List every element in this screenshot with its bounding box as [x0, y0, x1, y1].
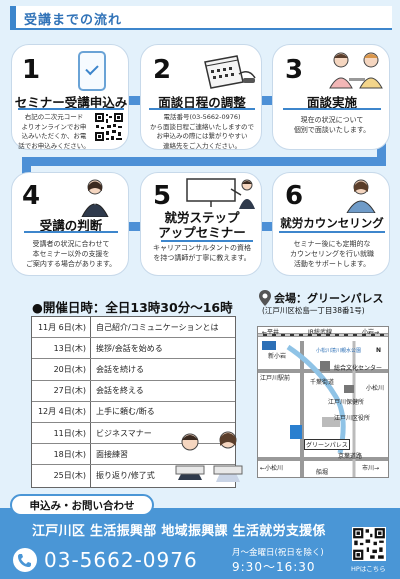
schedule-table: 11月 6日(木) 自己紹介/コミュニケーションとは 13日(木) 挨拶/会話を始め… — [31, 316, 236, 488]
schedule-topic: 自己紹介/コミュニケーションとは — [96, 322, 219, 332]
step-description: キャリアコンサルタントの資格を持つ講師が丁寧に教えます。 — [153, 244, 251, 262]
schedule-title: ●開催日時：全日13時30分～16時 — [32, 300, 233, 315]
step-description: セミナー後にも定期的なカウンセリングを行い就職活動をサポートします。 — [290, 240, 374, 268]
step-title-underline — [161, 240, 253, 242]
map-label-river: 小松川境川親水公園 — [316, 348, 362, 354]
map-label-health-office: 江戸川保健所 — [328, 399, 365, 406]
table-row: 18日(木) 面接練習 — [32, 444, 235, 466]
schedule-date: 18日(木) — [32, 444, 91, 465]
map-label-chiba: 千葉街道 — [310, 379, 335, 386]
step-card-5: 5 就労ステップアップセミナー キャリアコンサルタントの資格を持つ講師が丁寧に教… — [140, 172, 262, 276]
map-label-kokawa: ←小松川 — [260, 465, 284, 472]
office-days: 月～金曜日(祝日を除く) — [232, 548, 324, 558]
step-title-underline — [24, 231, 118, 233]
map-label-sogo: 総合文化センター — [334, 365, 383, 372]
table-row: 12月 4日(木) 上手に頼む/断る — [32, 401, 235, 423]
step-title: セミナー受講申込み — [14, 95, 128, 110]
step-card-4: 4 受講の判断 受講者の状況に合わせて本セミナー以外の支援をご案内する場合があり… — [11, 172, 129, 276]
schedule-topic: 振り返り/修了式 — [96, 471, 155, 481]
section-header — [10, 6, 392, 30]
map-label-ward-office: 江戸川区役所 — [334, 415, 371, 422]
step-number: 4 — [22, 181, 41, 211]
department-name: 江戸川区 生活振興部 地域振興課 生活就労支援係 — [32, 524, 326, 539]
venue-address: (江戸川区松島一丁目38番1号) — [262, 306, 365, 315]
venue-label: 会場：グリーンパレス — [274, 292, 384, 305]
calendar-icon — [204, 55, 256, 89]
office-hours: 9:30～16:30 — [232, 560, 316, 574]
step-title: 就労カウンセリング — [280, 216, 384, 230]
map-label-odori: 小松川 — [366, 385, 385, 392]
contact-label: 申込み・お問い合わせ — [10, 494, 154, 516]
step-description: 受講者の状況に合わせて本セミナー以外の支援をご案内する場合があります。 — [25, 240, 117, 268]
table-row: 25日(木) 振り返り/修了式 — [32, 465, 235, 487]
step-number: 2 — [153, 55, 172, 85]
map-label-funabori: 船堀 — [316, 469, 329, 476]
section-title: 受講までの流れ — [24, 13, 123, 28]
step-title-underline — [283, 108, 381, 110]
interview-people-icon — [329, 52, 383, 89]
map-label-hirai: ←平井 — [262, 329, 280, 336]
step-number: 6 — [285, 181, 304, 211]
qr-caption: HPはこちら — [351, 565, 386, 573]
schedule-date: 12月 4日(木) — [32, 401, 91, 422]
north-icon: N — [376, 347, 382, 354]
flow-line-middle — [22, 157, 386, 166]
map-label-jr: JR総武線 — [308, 329, 332, 336]
step-card-3: 3 面談実施 現在の状況について個別で面談いたします。 — [272, 44, 390, 150]
schedule-date: 27日(木) — [32, 380, 91, 401]
step-title: 受講の判断 — [39, 218, 103, 233]
step-title-underline — [279, 231, 385, 233]
step-description: 電話番号(03-5662-0976)から面談日程ご連絡いたしますのでお申込みの際… — [150, 113, 254, 150]
table-row: 11日(木) ビジネスマナー — [32, 422, 235, 445]
step-title-underline — [149, 108, 255, 110]
map-label-shinkoiwa: 新小岩 — [268, 353, 287, 360]
step-card-2: 2 面談日程の調整 電話番号(03-5662-0976)から面談日程ご連絡いたし… — [140, 44, 262, 150]
step-number: 1 — [22, 55, 41, 85]
table-row: 27日(木) 会話を終える — [32, 380, 235, 402]
table-row: 20日(木) 会話を続ける — [32, 359, 235, 381]
qr-code-icon[interactable] — [94, 112, 124, 142]
step-number: 5 — [153, 181, 172, 211]
step-number: 3 — [285, 55, 304, 85]
schedule-topic: 挨拶/会話を始める — [96, 343, 163, 353]
smartphone-icon — [78, 51, 106, 91]
step-description: 現在の状況について個別で面談いたします。 — [293, 116, 371, 134]
schedule-date: 25日(木) — [32, 465, 91, 487]
homepage-qr-icon[interactable] — [352, 527, 386, 561]
schedule-topic: ビジネスマナー — [96, 428, 152, 438]
footer-band — [0, 508, 400, 579]
step-description: 右記の二次元コードよりオンラインでお申込みいただくか、お電話でお申込みください。 — [18, 113, 90, 150]
phone-number[interactable]: 03-5662-0976 — [44, 548, 198, 572]
advisor-woman-icon — [81, 179, 109, 217]
table-row: 13日(木) 挨拶/会話を始める — [32, 338, 235, 360]
seminar-teacher-icon — [186, 178, 255, 209]
map-label-edogawa-station: 江戸川駅前 — [260, 375, 291, 382]
schedule-topic: 面接練習 — [96, 449, 128, 459]
schedule-topic: 会話を終える — [96, 386, 144, 396]
students-illustration — [175, 431, 243, 482]
venue-map[interactable]: ←平井 JR総武線 小岩→ 新小岩 N 小松川境川親水公園 江戸川駅前 総合文化… — [257, 326, 389, 478]
step-title: 就労ステップアップセミナー — [158, 210, 246, 240]
section-header-accent — [10, 6, 16, 30]
map-label-ichikawa: 市川→ — [362, 465, 380, 472]
schedule-date: 20日(木) — [32, 359, 91, 380]
counselor-icon — [346, 179, 376, 213]
step-title: 面談実施 — [306, 95, 357, 110]
map-label-palace: グリーンパレス — [304, 439, 350, 450]
schedule-topic: 会話を続ける — [96, 364, 144, 374]
schedule-date: 11日(木) — [32, 422, 91, 444]
phone-icon — [13, 548, 37, 572]
map-pin-icon — [259, 290, 271, 306]
table-row: 11月 6日(木) 自己紹介/コミュニケーションとは — [32, 317, 235, 339]
map-label-koiwa: 小岩→ — [362, 329, 380, 336]
map-drawing — [258, 327, 388, 477]
step-title-underline — [18, 108, 124, 110]
step-card-6: 6 就労カウンセリング セミナー後にも定期的なカウンセリングを行い就職活動をサポ… — [272, 172, 390, 276]
step-title: 面談日程の調整 — [158, 95, 246, 110]
schedule-date: 11月 6日(木) — [32, 317, 91, 338]
schedule-topic: 上手に頼む/断る — [96, 407, 155, 417]
step-card-1: 1 セミナー受講申込み 右記の二次元コードよりオンラインでお申込みいただくか、お… — [11, 44, 129, 150]
schedule-date: 13日(木) — [32, 338, 91, 359]
map-label-keiyo: 京葉道路 — [338, 453, 363, 460]
